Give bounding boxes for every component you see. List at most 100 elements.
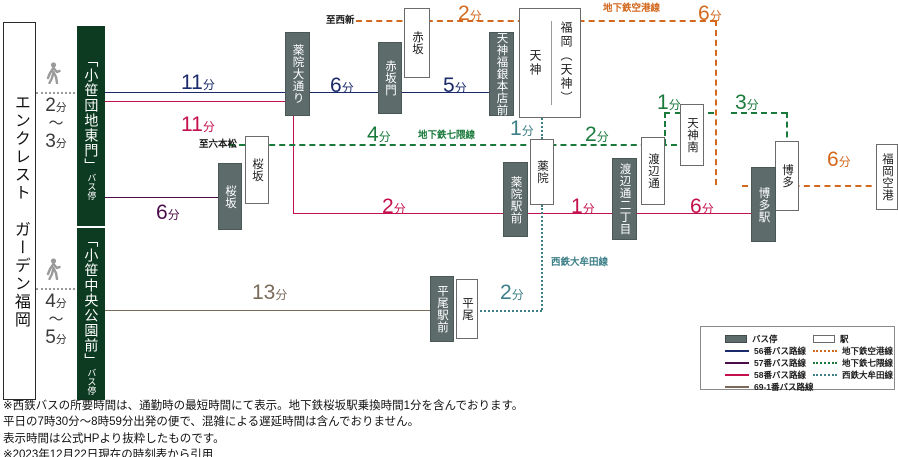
route-line-bus57-upper <box>104 101 294 102</box>
busstop-label: 薬院大通り <box>291 44 304 104</box>
station-fukuoka-kuko: 福岡空港 <box>876 144 898 210</box>
time-unit: 分 <box>167 208 180 222</box>
legend-label: 69-1番バス路線 <box>754 382 814 392</box>
walking-person-icon <box>46 62 61 84</box>
busstop-label: 桜坂 <box>224 184 237 209</box>
station-yakuin: 薬院 <box>530 139 554 205</box>
legend-station: 駅 <box>813 333 849 345</box>
busstop-ozasa-danchi-higashimon: 「小笹団地東門」バス停 <box>77 26 105 226</box>
busstop-watanabedori-nichome: 渡辺通二丁目 <box>612 158 637 240</box>
station-label: 薬院 <box>536 160 549 184</box>
station-label-tenjin: 天神 <box>528 49 542 77</box>
time-value: 2 <box>382 195 394 218</box>
route-line-bus57-lower <box>293 213 771 214</box>
busstop-yakuin-eki-mae: 薬院駅前 <box>503 162 528 237</box>
station-label: 天神南 <box>686 117 699 153</box>
time-omuta-tenjin-yakuin: 1分 <box>510 118 534 139</box>
station-label: 赤坂 <box>411 31 424 55</box>
time-unit: 分 <box>709 9 722 23</box>
walk-min-from-2: 4 <box>45 291 56 312</box>
legend-bus58: 58番バス路線 <box>725 369 806 381</box>
time-unit: 分 <box>511 288 524 302</box>
time-unit: 分 <box>341 81 354 95</box>
label-nishitetsu-omuta-line: 西鉄大牟田線 <box>551 257 609 268</box>
walk-time-2: 4分 ～ 5分 <box>38 292 74 347</box>
legend-box: バス停 56番バス路線 57番バス路線 58番バス路線 69-1番バス路線 駅 … <box>700 326 895 393</box>
route-line-nanakuma-upper-right <box>731 112 787 114</box>
legend-label: 56番バス路線 <box>754 346 806 356</box>
time-bus56-akasakamon-tenjin: 5分 <box>443 75 467 96</box>
time-unit: 分 <box>393 202 406 216</box>
time-value: 2 <box>500 281 512 304</box>
walk-unit-1a: 分 <box>55 102 67 114</box>
footnote-line-3: 表示時間は公式HPより抜粋したものです。 <box>3 432 225 445</box>
legend-bus69-1: 69-1番バス路線 <box>725 381 814 393</box>
time-value: 6 <box>156 201 168 224</box>
time-value: 3 <box>735 91 747 114</box>
time-bus56-yakuinodori-akasakamon: 6分 <box>330 75 354 96</box>
walking-person-icon-2 <box>46 258 61 280</box>
walk-wave-1: ～ <box>48 115 64 132</box>
time-value: 6 <box>330 74 342 97</box>
time-value: 11 <box>181 113 203 136</box>
busstop-label: 天神福銀本店前 <box>495 32 508 116</box>
legend-omuta: 西鉄大牟田線 <box>813 369 893 381</box>
legend-swatch-omuta-icon <box>813 374 837 376</box>
station-label: 桜坂 <box>251 158 264 182</box>
time-bus57-yakuineki-watanabe2: 1分 <box>571 196 595 217</box>
walk-unit-1b: 分 <box>55 138 67 150</box>
route-line-kuko-vertical <box>715 20 717 185</box>
time-unit: 分 <box>378 130 391 144</box>
station-label: 渡辺通 <box>647 153 660 189</box>
footnote-line-1: ※西鉄バスの所要時間は、通勤時の最短時間にて表示。地下鉄桜坂駅乗換時間1分を含ん… <box>3 400 524 412</box>
footnote-line-4: ※2023年12月22日現在の時刻表から引用 <box>3 448 214 457</box>
busstop-label: 薬院駅前 <box>509 175 522 224</box>
busstop-sakurazaka: 桜坂 <box>218 163 242 230</box>
station-sakurazaka: 桜坂 <box>245 136 269 204</box>
station-label: 博多 <box>781 164 794 188</box>
legend-label: 57番バス路線 <box>754 358 806 368</box>
footnote: ※西鉄バスの所要時間は、通勤時の最短時間にて表示。地下鉄桜坂駅乗換時間1分を含ん… <box>3 398 623 457</box>
walk-unit-2a: 分 <box>55 298 67 310</box>
station-tenjin-fukuoka-tenjin: 天神 福岡（天神） <box>519 8 581 118</box>
time-value: 1 <box>571 195 583 218</box>
route-line-bus58 <box>104 197 224 198</box>
time-nanakuma-tenjinminami-hakata: 3分 <box>735 92 759 113</box>
property-name: エンクレスト ガーデン福岡 <box>11 93 29 329</box>
busstop-label: 博多駅 <box>757 186 770 223</box>
label-to-ropponmatsu: 至六本松 <box>199 139 238 150</box>
station-label: 平尾 <box>461 297 474 321</box>
walk-min-to-2: 5 <box>45 327 56 348</box>
property-box: エンクレスト ガーデン福岡 <box>3 22 36 400</box>
busstop-label: 平尾駅前 <box>436 285 449 333</box>
time-unit: 分 <box>202 78 215 92</box>
station-label-fukuoka-tenjin: 福岡（天神） <box>559 21 573 105</box>
time-unit: 分 <box>275 288 288 302</box>
label-subway-kuko-line: 地下鉄空港線 <box>603 3 661 14</box>
legend-bus56: 56番バス路線 <box>725 345 806 357</box>
busstop-tenjin-fukugin-honten-mae: 天神福銀本店前 <box>489 32 514 116</box>
busstop-hakata-eki: 博多駅 <box>751 167 776 242</box>
time-unit: 分 <box>668 98 681 112</box>
time-unit: 分 <box>521 124 534 138</box>
busstop-label: 渡辺通二丁目 <box>618 163 631 235</box>
time-value: 1 <box>510 117 522 140</box>
walk-dotted-connector-1 <box>36 92 75 94</box>
time-value: 2 <box>585 123 597 146</box>
station-tenjin-minami: 天神南 <box>680 104 704 166</box>
time-value: 1 <box>657 91 669 114</box>
time-kuko-akasaka-tenjin: 2分 <box>458 3 482 24</box>
time-value: 11 <box>181 71 203 94</box>
time-bus69-chuokoen-hiraoekimae: 13分 <box>252 282 287 303</box>
time-nanakuma-sakurazaka-yakuinodori: 4分 <box>367 124 391 145</box>
station-label: 福岡空港 <box>881 153 894 201</box>
time-unit: 分 <box>469 9 482 23</box>
station-hakata: 博多 <box>775 141 799 211</box>
legend-label: 駅 <box>840 334 849 344</box>
station-akasaka: 赤坂 <box>404 8 430 78</box>
legend-swatch-bus58-icon <box>725 374 749 376</box>
walk-min-from-1: 2 <box>45 95 56 116</box>
legend-swatch-nanakuma-icon <box>813 362 837 364</box>
route-line-nanakuma-hakata-drop <box>786 112 788 147</box>
